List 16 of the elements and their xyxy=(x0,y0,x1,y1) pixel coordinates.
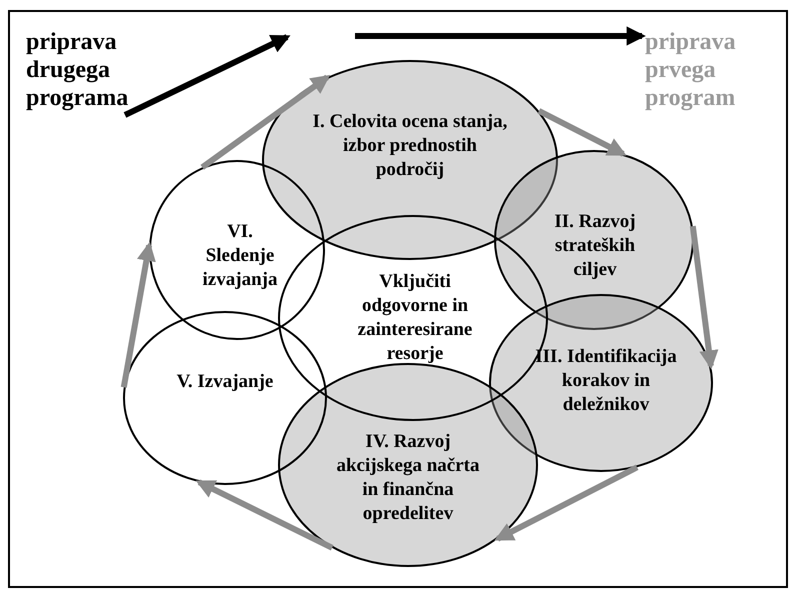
arrow xyxy=(200,74,330,170)
arrow xyxy=(196,479,334,551)
phase-heading: priprava drugega programa xyxy=(26,28,130,112)
stage-label: II. Razvoj strateških ciljev xyxy=(553,210,637,282)
arrow xyxy=(690,226,718,370)
stage-label: I. Celovita ocena stanja, izbor prednostih področij xyxy=(312,110,508,182)
arrow xyxy=(355,26,646,46)
arrow xyxy=(124,34,290,118)
arrow xyxy=(120,242,156,388)
arrow xyxy=(538,108,627,157)
stage-label: VI. Sledenje izvajanja xyxy=(202,220,278,292)
phase-heading: priprava prvega program xyxy=(645,28,737,112)
stage-label: Vključiti odgovorne in zainteresirane resorje xyxy=(356,270,474,366)
stage-label: IV. Razvoj akcijskega načrta in finančna opredelitev xyxy=(335,430,480,526)
arrow xyxy=(494,464,638,542)
stage-label: V. Izvajanje xyxy=(176,370,274,394)
